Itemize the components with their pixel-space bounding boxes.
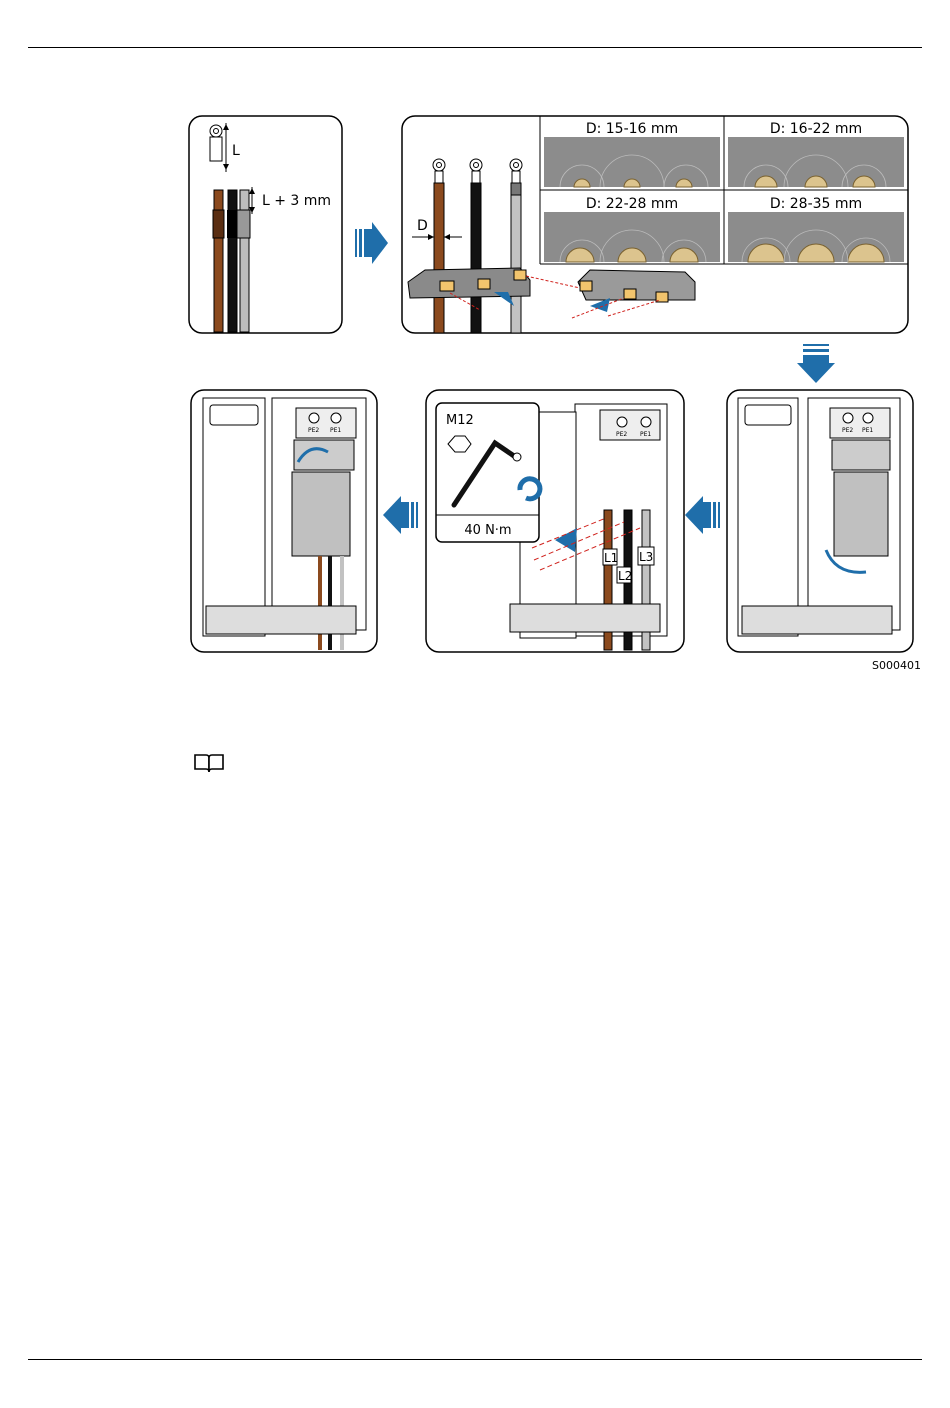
length-label: L (232, 143, 240, 159)
terminal-L3: L3 (639, 550, 653, 564)
range-label: D: 22-28 mm (586, 196, 678, 212)
panel-cabinet-middle: PE2 PE1 L1 L2 L3 M12 40 N·m (426, 390, 684, 652)
panel-cabinet-left: PE2 PE1 (191, 390, 377, 652)
panel-stripping: L L + 3 mm (189, 116, 342, 333)
terminal-label: PE2 (616, 431, 627, 438)
range-label: D: 28-35 mm (770, 196, 862, 212)
arrow-down-icon (797, 344, 835, 383)
terminal-label: PE1 (862, 427, 873, 434)
arrow-left-icon (383, 496, 418, 534)
panel-gland: D D: 15-16 mm D: 16-22 mm D: 22-28 mm D:… (402, 116, 908, 333)
terminal-label: PE2 (842, 427, 853, 434)
diameter-label: D (417, 218, 428, 234)
terminal-L2: L2 (618, 569, 632, 583)
installation-figure: L L + 3 mm (0, 0, 950, 720)
figure-id: S000401 (872, 659, 921, 672)
panel-cabinet-right: PE2 PE1 (727, 390, 913, 652)
terminal-label: PE2 (308, 427, 319, 434)
gland-size-grid: D: 15-16 mm D: 16-22 mm D: 22-28 mm D: 2… (540, 116, 908, 264)
terminal-label: PE1 (640, 431, 651, 438)
book-icon (193, 752, 225, 774)
arrow-right-icon (355, 222, 388, 264)
range-label: D: 15-16 mm (586, 121, 678, 137)
torque-label: 40 N·m (464, 523, 511, 538)
range-label: D: 16-22 mm (770, 121, 862, 137)
torque-inset: M12 40 N·m (436, 403, 540, 542)
arrow-left-icon (685, 496, 720, 534)
bolt-label: M12 (446, 413, 474, 428)
strip-length-label: L + 3 mm (262, 193, 331, 209)
terminal-L1: L1 (604, 551, 618, 565)
footer-rule (28, 1359, 922, 1360)
terminal-label: PE1 (330, 427, 341, 434)
